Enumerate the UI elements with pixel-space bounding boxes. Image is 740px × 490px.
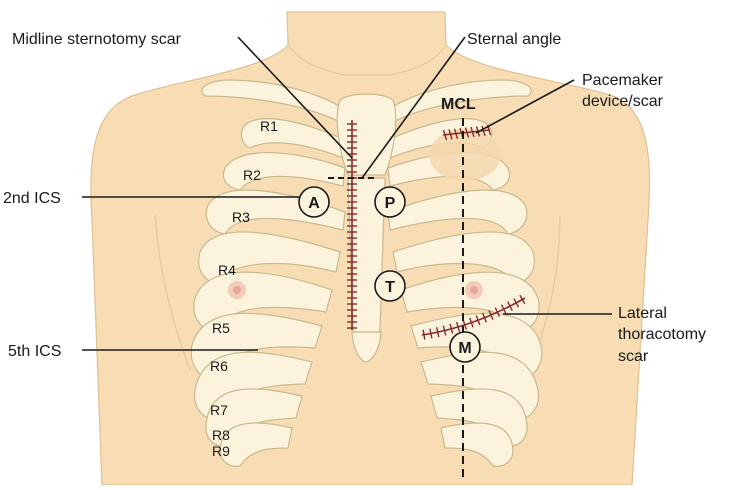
- stitch-mark: [429, 328, 433, 339]
- rib-label-r3: R3: [232, 209, 250, 225]
- label-second-ics: 2nd ICS: [3, 190, 61, 207]
- label-midline-sternotomy: Midline sternotomy scar: [12, 31, 182, 48]
- stitch-mark: [469, 317, 474, 328]
- rib-labels: R1 R2 R3 R4 R5 R6 R7 R8 R9: [210, 118, 278, 459]
- stitch-mark: [448, 129, 453, 140]
- stitch-mark: [442, 325, 447, 336]
- sternal-angle-leader: [361, 36, 466, 179]
- stitch-mark: [513, 298, 520, 308]
- auscultation-mitral: M: [449, 331, 481, 363]
- rib-label-r8: R8: [212, 427, 230, 443]
- clavicles: [201, 79, 532, 123]
- label-pacemaker-2: device/scar: [582, 93, 664, 110]
- stitch-mark: [488, 310, 494, 320]
- label-pacemaker-1: Pacemaker: [582, 72, 664, 89]
- rib-label-r5: R5: [212, 320, 230, 336]
- stitch-mark: [462, 319, 467, 330]
- rib-label-r9: R9: [212, 443, 230, 459]
- svg-text:P: P: [385, 195, 396, 212]
- stitch-mark: [507, 301, 513, 311]
- sternotomy-scar: [347, 120, 357, 330]
- stitch-mark: [494, 307, 501, 318]
- sternum: [336, 93, 397, 363]
- rib-label-r7: R7: [210, 402, 228, 418]
- stitch-mark: [453, 128, 459, 140]
- rib-label-r6: R6: [210, 358, 228, 374]
- auscultation-aortic: A: [298, 186, 330, 218]
- svg-text:M: M: [458, 340, 471, 357]
- stitch-mark: [481, 125, 486, 137]
- label-fifth-ics: 5th ICS: [8, 343, 61, 360]
- stitch-mark: [449, 323, 454, 334]
- pacemaker-scar: [442, 124, 492, 141]
- svg-text:A: A: [308, 195, 320, 212]
- stitch-mark: [500, 304, 507, 315]
- label-sternal-angle: Sternal angle: [467, 31, 561, 48]
- svg-text:T: T: [385, 279, 395, 296]
- thoracotomy-scar: [421, 294, 526, 340]
- stitch-mark: [442, 129, 448, 141]
- stitch-mark: [422, 329, 426, 340]
- rib-label-r1: R1: [260, 118, 278, 134]
- label-lateral-1: Lateral: [618, 305, 667, 322]
- stitch-mark: [481, 312, 488, 323]
- auscultation-pulmonary: P: [374, 186, 406, 218]
- stitch-mark: [519, 294, 526, 305]
- pacemaker-leader: [475, 79, 575, 134]
- rib-label-r2: R2: [243, 167, 261, 183]
- sternotomy-leader: [237, 36, 353, 159]
- auscultation-tricuspid: T: [374, 270, 406, 302]
- stitch-mark: [435, 327, 440, 338]
- stitch-mark: [470, 126, 475, 138]
- label-mcl: MCL: [441, 96, 476, 113]
- label-lateral-3: scar: [618, 348, 649, 365]
- pacemaker-device: [429, 129, 501, 181]
- stitch-mark: [455, 321, 461, 332]
- stitch-mark: [475, 315, 481, 326]
- label-lateral-2: thoracotomy: [618, 326, 706, 343]
- stitch-mark: [464, 127, 470, 138]
- rib-label-r4: R4: [218, 262, 236, 278]
